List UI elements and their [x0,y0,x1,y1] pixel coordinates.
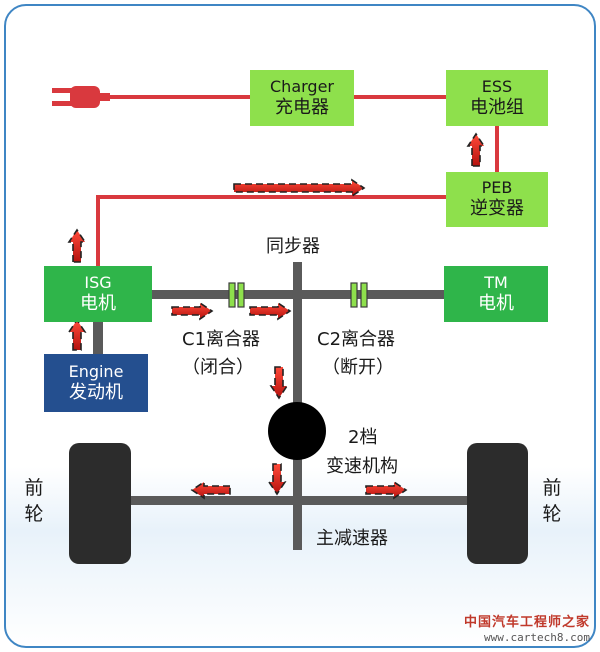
ess-en: ESS [481,76,513,96]
flow-arrow-axle-left [190,480,231,500]
synchronizer-label: 同步器 [266,236,320,257]
c2-clutch [350,282,368,308]
c2-clutch-label: C2离合器 [317,329,396,350]
peb-cn: 逆变器 [470,198,524,220]
flow-arrow-shaft-2 [249,301,292,321]
flow-arrows [67,132,486,500]
peb-to-isg-line [96,195,446,266]
flow-arrow-engine-up [67,318,87,351]
isg-cn: 电机 [80,292,116,314]
c1-clutch-label: C1离合器 [182,329,261,350]
axle [131,496,467,505]
engine-cn: 发动机 [69,381,123,403]
tm-en: TM [484,272,508,292]
front-wheel-right [467,443,528,564]
isg-en: ISG [84,272,112,292]
flow-arrow-isg-up [67,228,87,263]
final-drive-label: 主减速器 [316,528,388,549]
ess-box: ESS 电池组 [446,70,548,126]
front-wheel-right-label: 前轮 [542,477,562,525]
gear-label-line1: 2档 [348,427,378,448]
electric-lines [96,95,499,266]
isg-engine-link [93,322,103,354]
tm-cn: 电机 [478,292,514,314]
c1-clutch [228,282,245,308]
engine-box: Engine 发动机 [44,354,148,412]
gear-label-line2: 变速机构 [326,456,398,477]
charger-box: Charger 充电器 [250,70,354,126]
flow-arrow-down-2 [267,463,287,496]
ess-cn: 电池组 [470,96,524,118]
engine-en: Engine [68,361,124,381]
charger-en: Charger [270,76,334,96]
isg-box: ISG 电机 [44,266,152,322]
charger-cn: 充电器 [275,96,329,118]
gear-mechanism [268,402,326,460]
watermark: 中国汽车工程师之家 www.cartech8.com [464,615,590,644]
c1-state-label: （闭合） [182,357,254,378]
watermark-url: www.cartech8.com [484,630,590,644]
flow-arrow-shaft-1 [171,301,214,321]
peb-box: PEB 逆变器 [446,172,548,227]
flow-arrow-peb-to-ess [466,132,486,167]
watermark-title: 中国汽车工程师之家 [463,615,590,631]
plug-icon [52,86,110,108]
peb-en: PEB [481,178,513,198]
flow-arrow-down-1 [269,366,289,400]
flow-arrow-to-peb [233,178,366,198]
c2-state-label: （断开） [322,357,394,378]
flow-arrow-axle-right [365,480,408,500]
front-wheel-left [69,443,131,564]
tm-box: TM 电机 [444,266,548,322]
front-wheel-left-label: 前轮 [24,477,44,525]
